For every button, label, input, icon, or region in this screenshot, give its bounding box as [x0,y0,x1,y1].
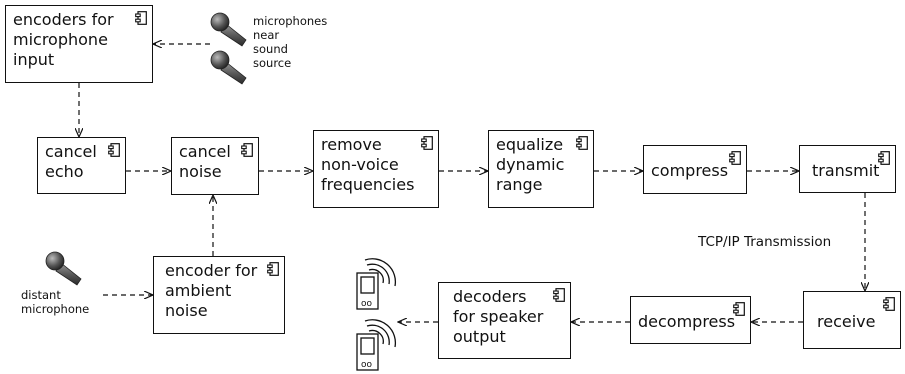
equalize-range-box[interactable]: equalize dynamic range [488,130,594,208]
component-label: transmit [812,161,880,180]
component-icon [553,288,565,302]
compress-box[interactable]: compress [643,145,747,194]
component-icon [267,262,279,276]
cancel-echo-box[interactable]: cancel echo [37,137,126,194]
component-label: encoder for ambient noise [165,261,258,320]
speaker-icon [356,258,397,310]
component-label: encoders for microphone input [13,10,114,69]
component-label: cancel echo [45,142,97,181]
component-icon [883,297,895,311]
encoder-ambient-noise-box[interactable]: encoder for ambient noise [153,256,285,334]
encoders-mic-input-box[interactable]: encoders for microphone input [5,5,153,83]
component-label: decoders for speaker output [453,287,544,346]
speaker-icon [356,319,397,371]
component-label: remove non-voice frequencies [321,135,415,194]
component-icon [729,151,741,165]
distant-microphone-label: distant microphone [21,288,90,316]
decompress-box[interactable]: decompress [630,296,751,344]
near-microphones-label: microphones near sound source [253,14,328,70]
receive-box[interactable]: receive [803,291,901,349]
cancel-noise-box[interactable]: cancel noise [171,137,259,195]
component-label: compress [651,161,729,180]
decoders-speaker-output-box[interactable]: decoders for speaker output [438,282,571,359]
component-icon [421,136,433,150]
component-icon [108,143,120,157]
tcpip-transmission-label: TCP/IP Transmission [696,234,834,250]
transmit-box[interactable]: transmit [799,145,896,193]
microphone-icon [210,12,247,47]
microphone-icon [210,50,247,85]
speaker-marks: oo [361,360,373,370]
component-icon [733,302,745,316]
component-label: receive [817,312,876,331]
speaker-marks: oo [361,299,373,309]
component-icon [878,151,890,165]
component-label: decompress [638,312,736,331]
component-label: cancel noise [179,142,231,181]
component-label: equalize dynamic range [496,135,565,194]
component-icon [576,136,588,150]
microphone-icon [45,251,82,286]
remove-nonvoice-box[interactable]: remove non-voice frequencies [313,130,439,208]
component-icon [241,143,253,157]
component-icon [135,11,147,25]
